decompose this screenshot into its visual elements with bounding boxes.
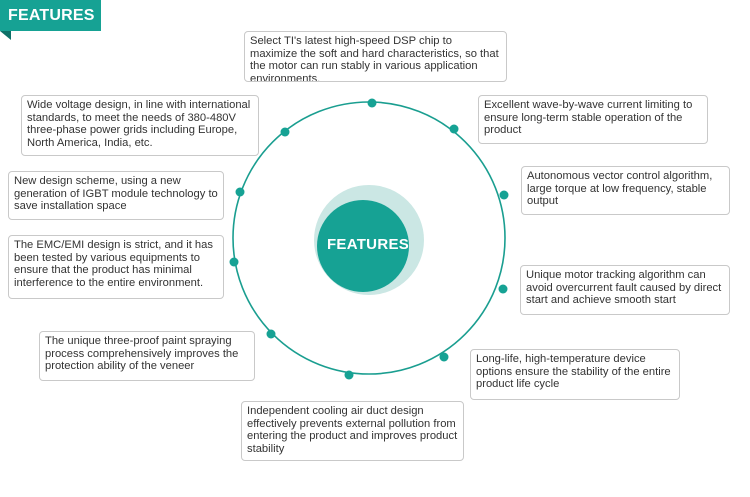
feature-box-vector-control: Autonomous vector control algorithm, lar… [521,166,730,215]
ring-dot-6 [344,370,354,380]
ring-dot-7 [266,329,276,339]
features-tag: FEATURES [0,0,101,31]
feature-box-current-limiting: Excellent wave-by-wave current limiting … [478,95,708,144]
ring-dot-10 [280,127,290,137]
ring-dot-1 [367,98,377,108]
feature-box-motor-tracking: Unique motor tracking algorithm can avoi… [520,265,730,315]
ring-dot-3 [499,190,509,200]
ring-dot-5 [439,352,449,362]
center-circle [317,200,409,292]
ring-dot-2 [449,124,459,134]
feature-box-wide-voltage: Wide voltage design, in line with intern… [21,95,259,156]
feature-box-cooling-duct: Independent cooling air duct design effe… [241,401,464,461]
feature-box-three-proof-paint: The unique three-proof paint spraying pr… [39,331,255,381]
ring-dot-8 [229,257,239,267]
center-label: FEATURES [326,236,410,253]
ring-dot-4 [498,284,508,294]
feature-box-dsp-chip: Select TI's latest high-speed DSP chip t… [244,31,507,82]
feature-box-igbt-module: New design scheme, using a new generatio… [8,171,224,220]
features-tag-fold [0,31,11,40]
ring-dots [229,98,509,380]
feature-box-emc-emi: The EMC/EMI design is strict, and it has… [8,235,224,299]
ring-dot-9 [235,187,245,197]
feature-box-long-life: Long-life, high-temperature device optio… [470,349,680,400]
